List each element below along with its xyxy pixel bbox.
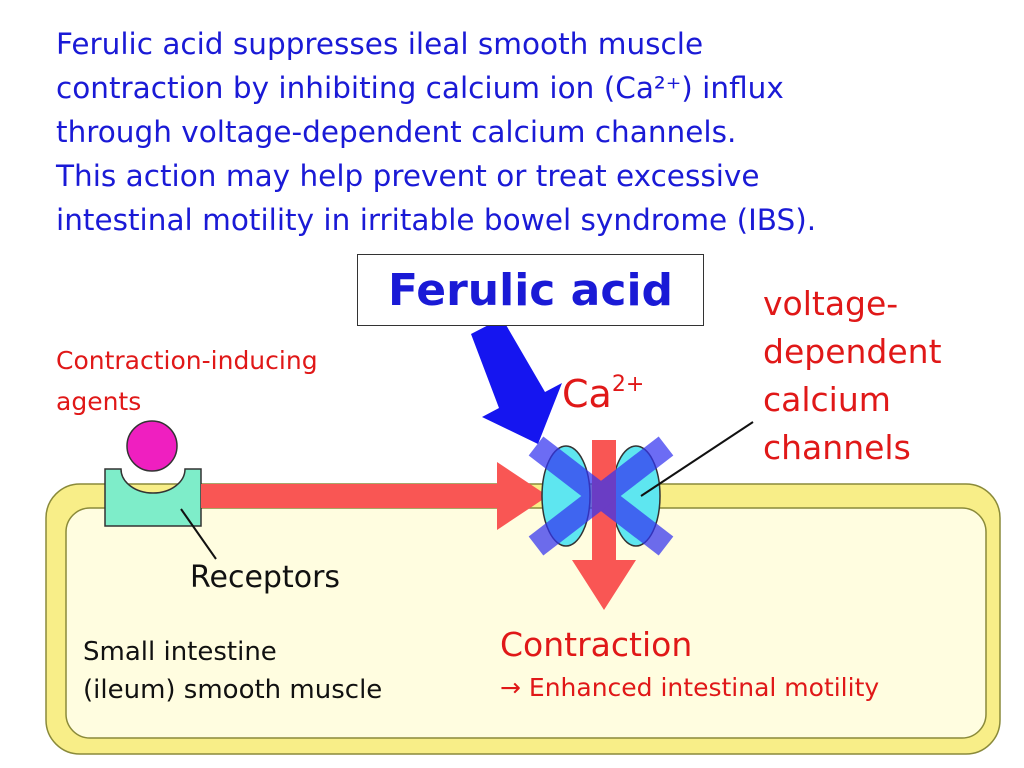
agents-label: Contraction-inducing agents — [56, 340, 318, 422]
intro-line: intestinal motility in irritable bowel s… — [56, 203, 817, 237]
calcium-influx-arrow — [572, 440, 636, 610]
ferulic-acid-arrow — [471, 318, 562, 444]
ferulic-acid-box: Ferulic acid — [357, 254, 704, 326]
intro-line: through voltage-dependent calcium channe… — [56, 115, 737, 149]
motility-label: → Enhanced intestinal motility — [500, 673, 880, 702]
inhibition-cross — [528, 436, 674, 556]
agents-label-line: agents — [56, 387, 142, 416]
tissue-label: Small intestine (ileum) smooth muscle — [83, 633, 382, 709]
intro-line: contraction by inhibiting calcium ion (C… — [56, 71, 784, 105]
receptor-leader-line — [180, 508, 217, 560]
receptor — [104, 468, 202, 527]
tissue-label-line: (ileum) smooth muscle — [83, 675, 383, 705]
channel-leader-line — [640, 421, 754, 497]
agents-label-line: Contraction-inducing — [56, 346, 318, 375]
ferulic-acid-label: Ferulic acid — [387, 264, 674, 316]
intro-text: Ferulic acid suppresses ileal smooth mus… — [56, 22, 1016, 242]
channels-label-line: calcium — [763, 380, 891, 419]
intro-line: This action may help prevent or treat ex… — [56, 159, 760, 193]
channels-label-line: voltage- — [763, 284, 899, 323]
contraction-agent-ball — [126, 420, 178, 472]
receptors-label: Receptors — [190, 560, 341, 595]
channels-label: voltage- dependent calcium channels — [763, 280, 942, 472]
calcium-ion-label: Ca2+ — [562, 372, 644, 416]
tissue-label-line: Small intestine — [83, 637, 277, 667]
signal-arrow — [201, 462, 548, 530]
intro-line: Ferulic acid suppresses ileal smooth mus… — [56, 27, 704, 61]
channels-label-line: channels — [763, 428, 911, 467]
ion-charge: 2+ — [611, 372, 645, 397]
ion-base: Ca — [562, 372, 612, 416]
contraction-label: Contraction — [500, 625, 693, 664]
channels-label-line: dependent — [763, 332, 942, 371]
